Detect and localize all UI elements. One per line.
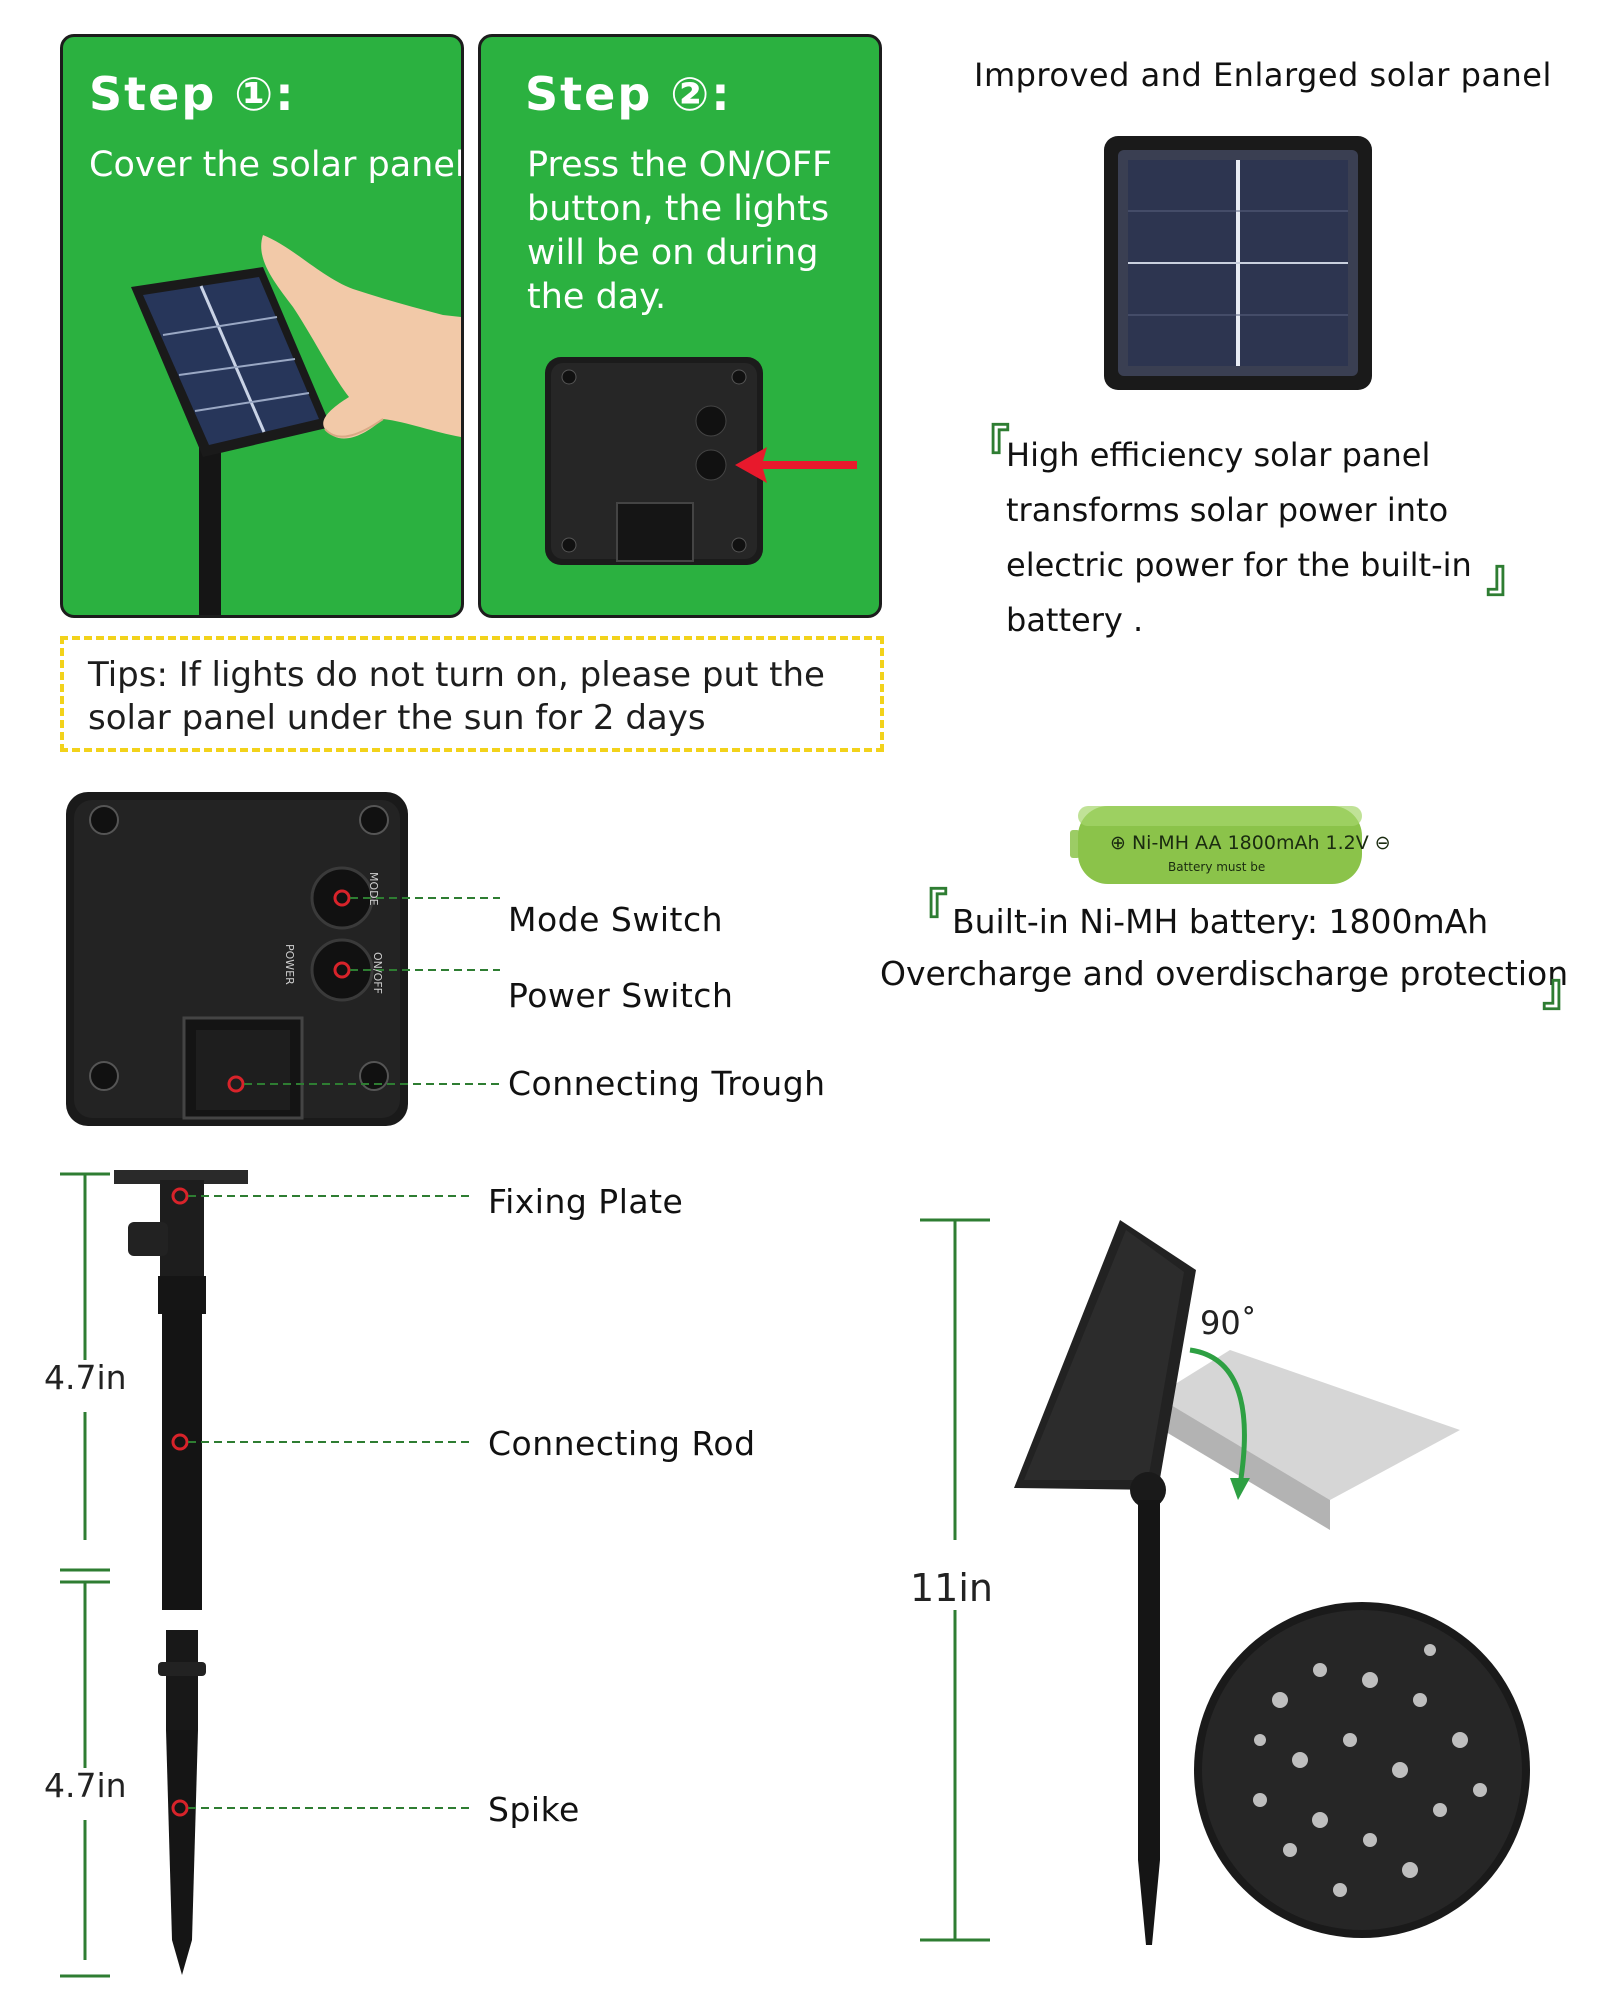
battery-line1: Built-in Ni-MH battery: 1800mAh (952, 902, 1489, 941)
upper-length-label: 4.7in (44, 1358, 127, 1397)
box-power-print: POWER (283, 944, 296, 985)
panel-description: High efficiency solar panel transforms s… (1006, 436, 1472, 639)
lower-length-label: 4.7in (44, 1766, 127, 1805)
rotation-arrow-icon (1189, 1347, 1250, 1500)
fixing-plate-label: Fixing Plate (488, 1182, 684, 1221)
box-onoff-print: ON/OFF (371, 952, 384, 994)
step2-card: Step ②: Press the ON/OFF button, the lig… (478, 34, 882, 618)
assembled-stake-diagram (908, 1218, 1530, 1945)
panel-open-bracket: 『 (966, 421, 1010, 472)
step1-title: Step ①: (89, 67, 296, 121)
step2-text: Press the ON/OFF button, the lights will… (527, 145, 833, 317)
battery-image (1070, 806, 1362, 884)
connecting-trough-label: Connecting Trough (508, 1064, 826, 1103)
mode-switch-label: Mode Switch (508, 900, 724, 939)
stake-parts-diagram (46, 1170, 472, 1978)
battery-small-text: Battery must be (1168, 860, 1266, 874)
battery-close-bracket: 』 (1542, 965, 1586, 1016)
solar-panel-image (1104, 136, 1372, 390)
panel-close-bracket: 』 (1486, 551, 1530, 602)
solar-panel-cover-illustration (131, 235, 461, 615)
connecting-rod-label: Connecting Rod (488, 1424, 756, 1463)
assembled-height-label: 11in (910, 1566, 993, 1610)
spike-label: Spike (488, 1790, 580, 1829)
rotation-angle-label: 90˚ (1200, 1304, 1257, 1342)
step1-text: Cover the solar panel (89, 145, 464, 185)
hand-icon (261, 235, 461, 439)
box-mode-print: MODE (367, 872, 380, 906)
panel-title: Improved and Enlarged solar panel (974, 56, 1552, 94)
battery-label: ⊕ Ni-MH AA 1800mAh 1.2V ⊖ (1110, 832, 1391, 854)
control-box-illustration (545, 357, 857, 565)
control-box-detail (66, 792, 500, 1126)
step1-card: Step ①: Cover the solar panel (60, 34, 464, 618)
battery-line2: Overcharge and overdischarge protection (880, 954, 1569, 993)
step2-title: Step ②: (525, 67, 732, 121)
tips-text: Tips: If lights do not turn on, please p… (88, 655, 825, 738)
red-arrow-icon (735, 447, 857, 483)
tips-box: Tips: If lights do not turn on, please p… (60, 636, 884, 752)
power-switch-label: Power Switch (508, 976, 734, 1015)
battery-open-bracket: 『 (904, 885, 948, 936)
